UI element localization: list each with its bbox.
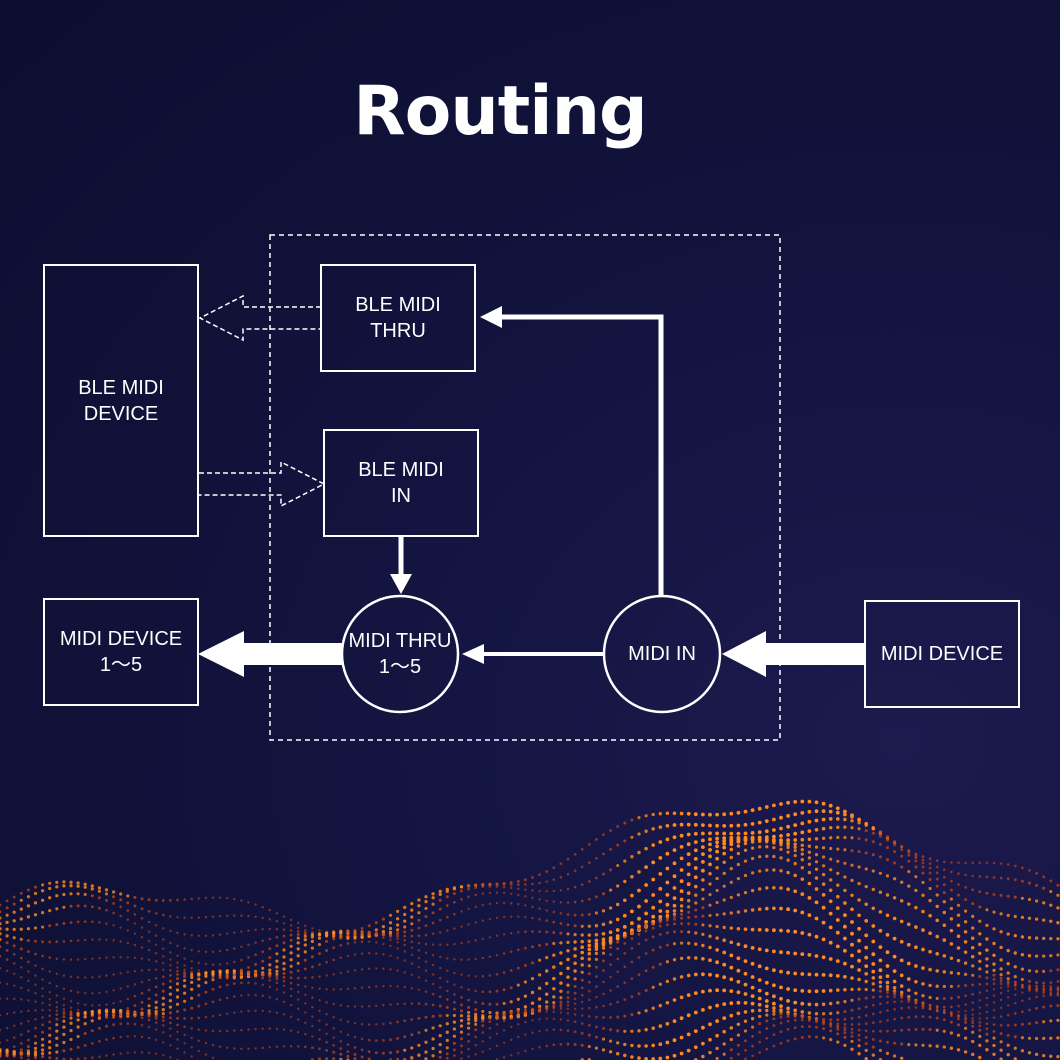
midi-in-to-ble-thru-line [500, 314, 664, 596]
midi-device-out-label: MIDI DEVICE 1～5 [59, 628, 183, 676]
ble-midi-in-label: BLE MIDI IN [358, 459, 444, 507]
device-boundary-dashed [269, 234, 781, 741]
ble-device-to-in-arrow [199, 460, 326, 508]
ble-midi-thru-box [320, 264, 476, 372]
ble-midi-in-box [323, 429, 479, 537]
midi-in-to-thru-arrowhead [462, 644, 484, 664]
page-title: Routing [353, 72, 647, 151]
particle-wave-background [0, 799, 1060, 1060]
thru-to-device-bar [240, 643, 342, 665]
ble-in-to-thru-arrowhead [390, 574, 412, 594]
midi-device-out-box [43, 598, 199, 706]
midi-in-label: MIDI IN [628, 643, 696, 665]
midi-thru-label: MIDI THRU 1～5 [348, 630, 452, 678]
midi-device-in-label: MIDI DEVICE [880, 643, 1004, 665]
device-to-midi-in-arrowhead [722, 631, 766, 677]
thru-to-device-arrowhead [198, 631, 244, 677]
device-to-midi-in-bar [762, 643, 865, 665]
ble-midi-thru-label: BLE MIDI THRU [355, 294, 441, 342]
midi-in-to-ble-thru-arrowhead [480, 306, 502, 328]
ble-thru-to-device-arrow [198, 294, 321, 342]
ble-midi-device-label: BLE MIDI DEVICE [78, 376, 164, 425]
ble-midi-device-box [43, 264, 199, 537]
